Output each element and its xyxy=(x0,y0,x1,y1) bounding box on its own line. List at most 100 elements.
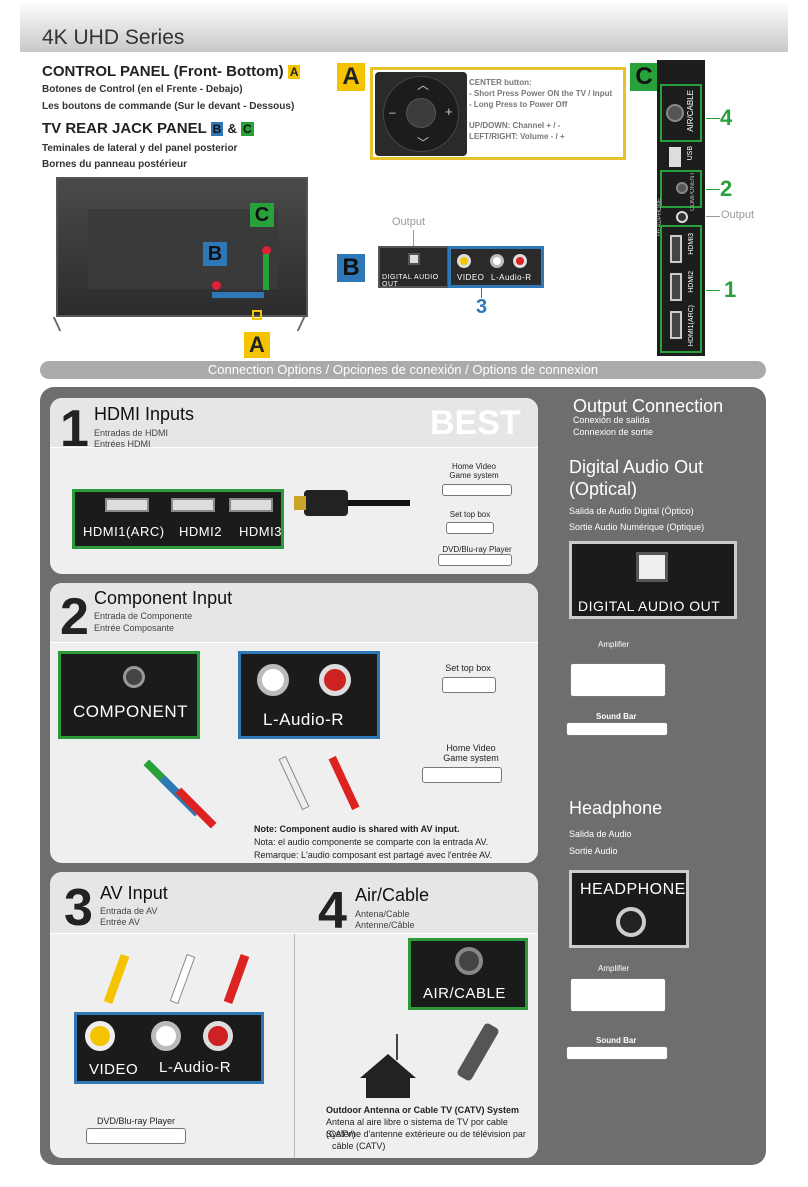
section-1-fr: Entrées HDMI xyxy=(94,439,151,449)
av-audio-r-jack[interactable] xyxy=(203,1021,233,1051)
sec2-game-label: Home Video Game system xyxy=(443,743,499,763)
av-input-box: VIDEO L-Audio-R xyxy=(74,1012,264,1084)
plus-icon: + xyxy=(445,104,453,119)
device-game-console xyxy=(442,484,512,496)
tv-leg-right xyxy=(288,317,306,331)
section-3-number: 3 xyxy=(64,879,93,937)
headphone-jack-large[interactable] xyxy=(616,907,646,937)
audio-l-jack[interactable] xyxy=(490,254,504,268)
av-cable-yellow xyxy=(103,953,130,1005)
audio-r-jack[interactable] xyxy=(513,254,527,268)
down-arrow-icon: ﹀ xyxy=(417,136,430,150)
section-component-header xyxy=(50,583,538,643)
section-4-title: Air/Cable xyxy=(355,885,430,905)
control-center-button[interactable] xyxy=(406,98,436,128)
amplifier-device-2 xyxy=(570,978,666,1012)
hdmi2-port-large[interactable] xyxy=(171,498,215,512)
optical-jack[interactable] xyxy=(408,253,420,265)
tv-marker-c xyxy=(262,246,271,255)
component-cable-red xyxy=(175,787,217,829)
tv-leg-left xyxy=(52,317,70,331)
device-stb xyxy=(446,522,494,534)
hdmi1-port[interactable] xyxy=(670,311,682,339)
air-cable-box: AIR/CABLE xyxy=(408,938,528,1010)
digital-out-title: Digital Audio Out (Optical) xyxy=(569,457,704,499)
sec4-caption-es: Antena al aire libre o sistema de TV por… xyxy=(326,1117,508,1139)
hdmi3-port[interactable] xyxy=(670,235,682,263)
av-audio-l-jack[interactable] xyxy=(151,1021,181,1051)
tv-label-b: B xyxy=(203,242,227,266)
section-av-air: 3 AV Input Entrada de AV Entrée AV 4 Air… xyxy=(50,872,538,1158)
panel-b-output-line xyxy=(413,230,414,248)
headphone-side-jack[interactable] xyxy=(676,211,688,223)
headphone-box: HEADPHONE xyxy=(569,870,689,948)
air-cable-jack[interactable] xyxy=(455,947,483,975)
audio-l-jack-large[interactable] xyxy=(257,664,289,696)
device-dvd-label: DVD/Blu-ray Player xyxy=(442,545,512,554)
section-2-number: 2 xyxy=(60,588,89,646)
control-knob-area: ︿ ﹀ – + xyxy=(375,72,467,156)
section-av-air-header xyxy=(50,872,538,934)
hdmi1-port-large[interactable] xyxy=(105,498,149,512)
component-frame: COMPONENT xyxy=(660,170,702,211)
sec2-note-es: Nota: el audio componente se comparte co… xyxy=(254,837,489,847)
audio-lr-label: L-Audio-R xyxy=(263,710,345,729)
sec2-stb-label: Set top box xyxy=(445,663,491,673)
soundbar-device-2 xyxy=(566,1046,668,1060)
usb-port[interactable] xyxy=(669,147,681,167)
c-line-2 xyxy=(706,189,720,190)
av-video-jack[interactable] xyxy=(85,1021,115,1051)
control-panel-es: Botones de Control (en el Frente - Debaj… xyxy=(42,84,243,95)
tv-marker-a xyxy=(252,310,262,320)
av-cable-white xyxy=(169,953,196,1005)
section-4-es: Antena/Cable xyxy=(355,909,410,919)
section-2-title: Component Input xyxy=(94,588,233,608)
sec2-stb-device xyxy=(442,677,496,693)
c-line-output xyxy=(706,216,720,217)
component-side-jack[interactable] xyxy=(676,182,688,194)
badge-c: C xyxy=(241,122,254,137)
hdmi3-port-large[interactable] xyxy=(229,498,273,512)
sec3-dvd-device xyxy=(86,1128,186,1144)
panel-b-3-line xyxy=(481,288,482,298)
headphone-fr: Sortie Audio xyxy=(569,846,618,856)
section-3-title: AV Input xyxy=(100,883,168,903)
tv-back-panel xyxy=(88,209,278,289)
hdmi-ports-box: HDMI1(ARC) HDMI2 HDMI3 xyxy=(72,489,284,549)
av-video-label: VIDEO xyxy=(89,1061,139,1078)
av-audio-label: L-Audio-R xyxy=(159,1059,232,1076)
badge-a: A xyxy=(287,65,301,80)
panel-c-label: C xyxy=(630,63,658,91)
optical-port-large[interactable] xyxy=(636,552,668,582)
hdmi1-label: HDMI1(ARC) xyxy=(83,524,165,539)
amp-sign: & xyxy=(227,121,237,136)
hdmi2-port[interactable] xyxy=(670,273,682,301)
sec4-caption-fr2: câble (CATV) xyxy=(332,1141,386,1151)
section-component: 2 Component Input Entrada de Componente … xyxy=(50,583,538,863)
section-1-number: 1 xyxy=(60,400,89,458)
house-icon xyxy=(366,1078,410,1098)
soundbar-label-2: Sound Bar xyxy=(596,1036,637,1045)
hdmi2-label: HDMI2 xyxy=(179,524,222,539)
av-jack-panel: VIDEO L-Audio-R xyxy=(448,246,544,288)
up-arrow-icon: ︿ xyxy=(417,78,430,92)
section-2-es: Entrada de Componente xyxy=(94,611,193,621)
section-hdmi: 1 HDMI Inputs Entradas de HDMI Entrées H… xyxy=(50,398,538,574)
coax-jack[interactable] xyxy=(666,104,684,122)
video-jack[interactable] xyxy=(457,254,471,268)
headphone-title: Headphone xyxy=(569,798,663,818)
leftright-text: LEFT/RIGHT: Volume - / + xyxy=(469,132,565,141)
coax-cable xyxy=(456,1022,500,1082)
digital-out-label: DIGITAL AUDIO OUT xyxy=(578,598,721,614)
audio-cable-white xyxy=(278,755,310,811)
section-hdmi-header xyxy=(50,398,538,448)
c-output-label: Output xyxy=(721,209,755,221)
component-jack[interactable] xyxy=(123,666,145,688)
section-1-es: Entradas de HDMI xyxy=(94,428,169,438)
c-number-4: 4 xyxy=(720,105,733,130)
c-line-4 xyxy=(706,118,720,119)
audio-r-jack-large[interactable] xyxy=(319,664,351,696)
hdmi-cable-wire xyxy=(348,500,410,506)
minus-icon: – xyxy=(389,105,396,119)
device-stb-label: Set top box xyxy=(449,510,491,519)
